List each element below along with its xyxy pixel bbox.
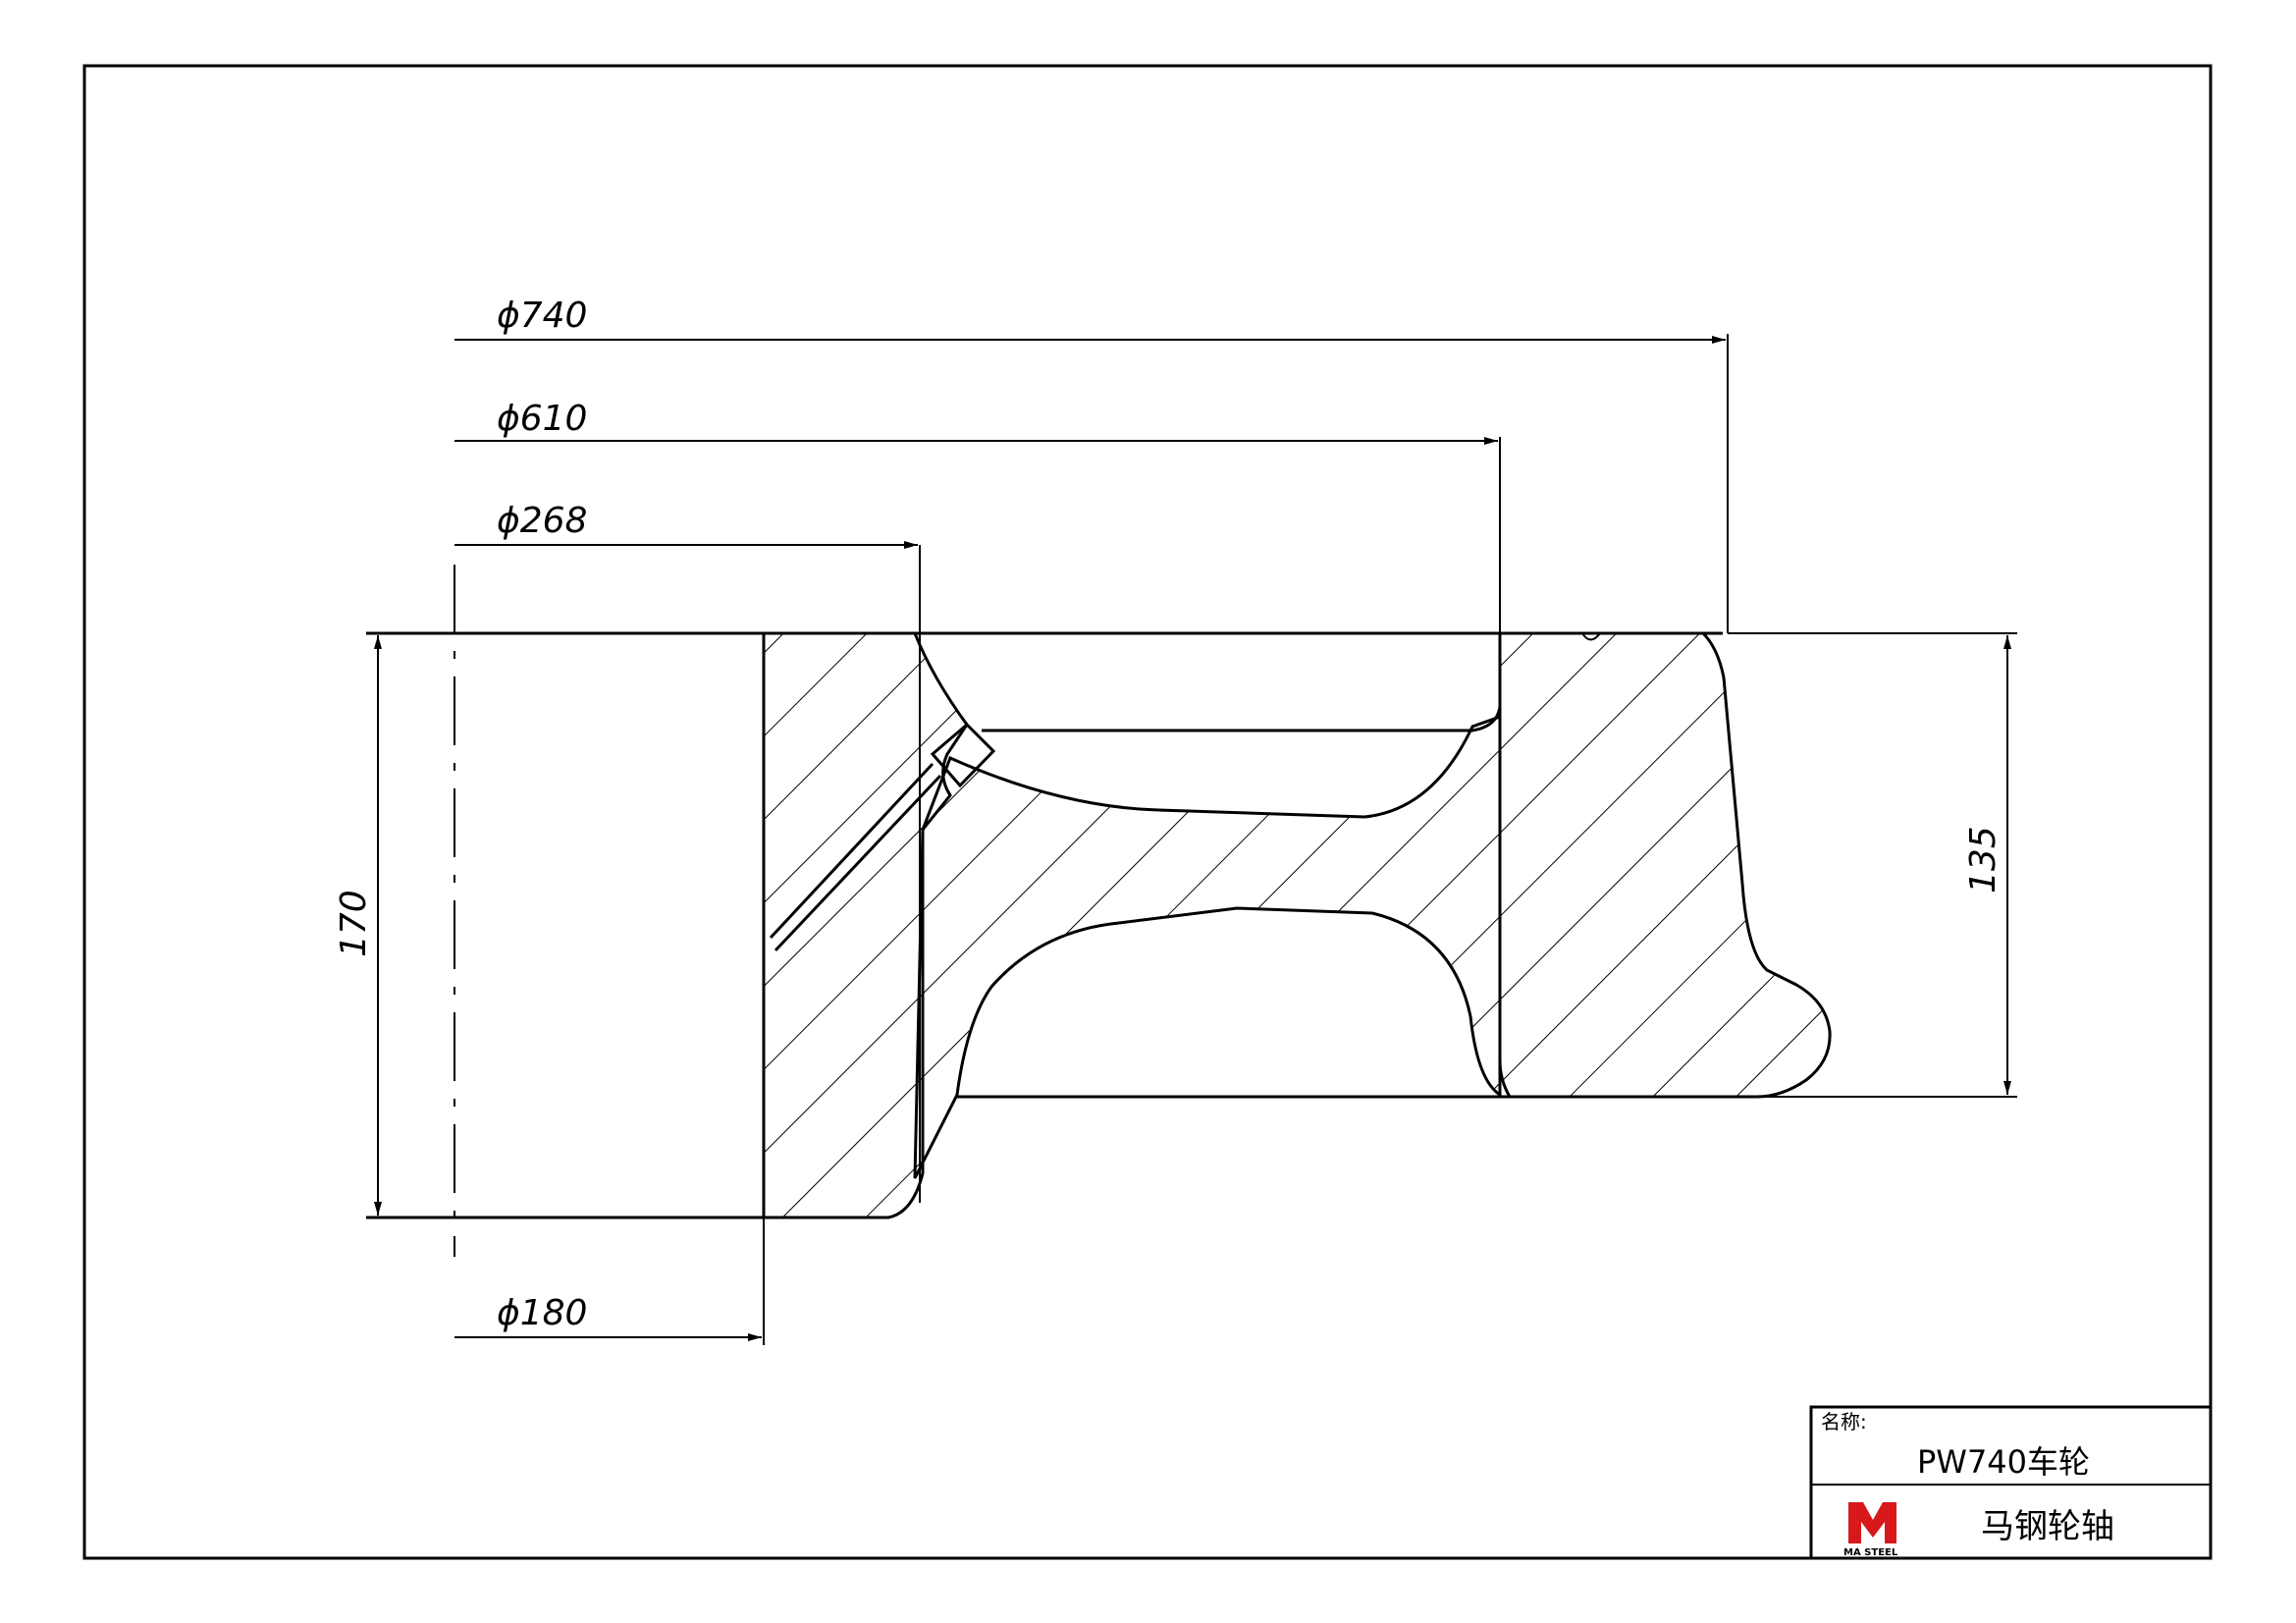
recess-floor-line [982, 706, 1502, 732]
rim-section [1498, 631, 1832, 1099]
dim-135-label: 135 [1963, 826, 2003, 893]
masteel-logo: MA STEEL [1843, 1502, 1898, 1558]
dim-268-label: ϕ268 [497, 501, 587, 541]
dim-610-label: ϕ610 [497, 399, 587, 439]
dim-170-label: 170 [334, 890, 374, 957]
name-label: 名称: [1821, 1410, 1867, 1434]
oil-hole [769, 722, 996, 952]
drawing-border [82, 64, 2213, 1560]
title-block: 名称: PW740车轮 MA STEEL 马钢轮轴 [1809, 1405, 2213, 1560]
company-name: 马钢轮轴 [1981, 1507, 2114, 1546]
logo-mark [1848, 1502, 1896, 1543]
dim-180-label: ϕ180 [497, 1293, 587, 1333]
logo-text: MA STEEL [1843, 1547, 1898, 1558]
dim-740-label: ϕ740 [497, 296, 587, 336]
title-block-frame [1809, 1405, 2213, 1560]
web-section [913, 714, 1502, 1179]
rim-notch [1581, 632, 1601, 641]
part-name: PW740车轮 [1917, 1443, 2090, 1481]
